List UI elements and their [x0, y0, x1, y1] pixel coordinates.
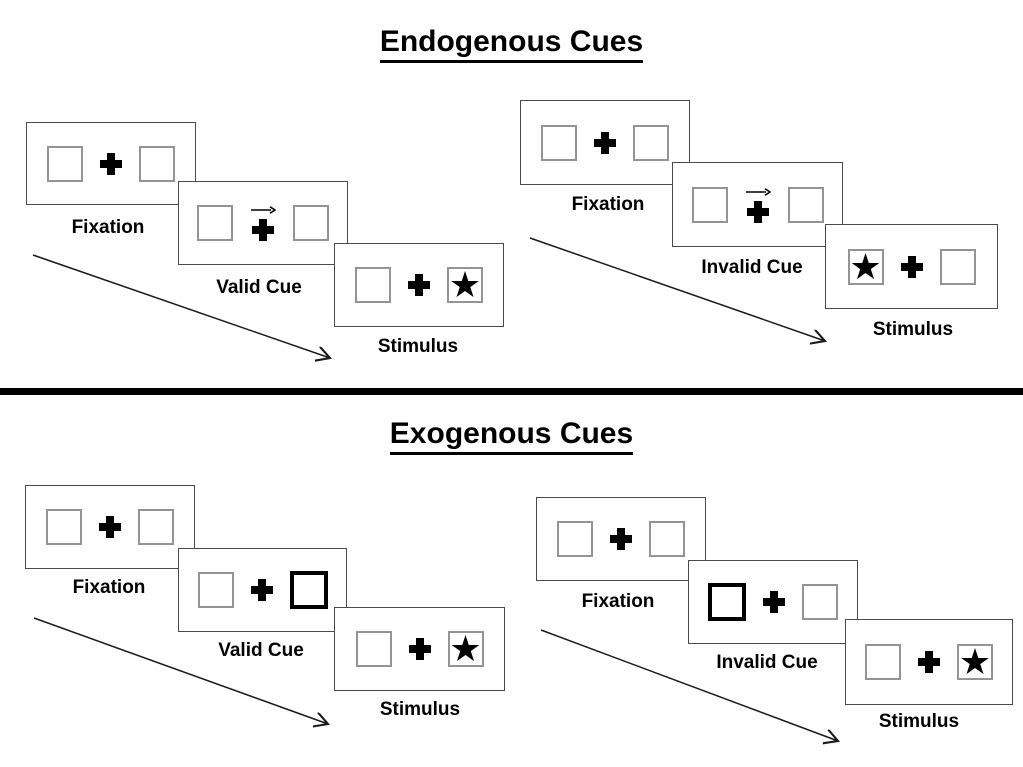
endo-valid-stimulus-panel: ★ — [334, 243, 504, 327]
step-label: Fixation — [72, 577, 146, 598]
star-stimulus-icon: ★ — [958, 641, 992, 682]
step-label: Invalid Cue — [701, 257, 803, 278]
placeholder-box-left — [355, 267, 391, 303]
endo-valid-fixation-panel — [26, 122, 196, 205]
fixation-cross-icon — [250, 579, 273, 601]
endo-invalid-fixation-panel — [520, 100, 690, 185]
timeline-arrow-exogenous-invalid — [540, 629, 838, 741]
exo-invalid-cue-panel — [688, 560, 858, 644]
right-arrow-cue-icon — [745, 187, 771, 196]
placeholder-box-right — [633, 124, 669, 161]
endo-invalid-stimulus-panel: ★ — [825, 224, 998, 309]
stimulus-box-right: ★ — [447, 267, 483, 303]
placeholder-box-right — [138, 509, 174, 545]
stimulus-box-right: ★ — [447, 628, 484, 669]
timeline-arrow-endogenous-valid — [32, 254, 330, 358]
placeholder-box-left — [355, 631, 392, 667]
step-label: Stimulus — [377, 336, 459, 357]
central-cue-stack — [250, 205, 276, 241]
endo-valid-cue-panel — [178, 181, 348, 265]
bold-cue-box-right — [289, 571, 328, 609]
step-label: Stimulus — [878, 711, 960, 732]
section-title-exogenous: Exogenous Cues — [0, 418, 1023, 455]
placeholder-box-right — [939, 248, 976, 285]
exo-invalid-fixation-panel — [536, 497, 706, 581]
placeholder-box-left — [557, 521, 593, 557]
step-label: Fixation — [71, 217, 145, 238]
fixation-cross-icon — [100, 152, 122, 175]
fixation-cross-icon — [746, 200, 769, 223]
placeholder-box-right — [139, 145, 175, 182]
timeline-arrow-exogenous-valid — [33, 617, 328, 724]
central-cue-stack — [745, 187, 771, 223]
section-divider — [0, 388, 1023, 395]
placeholder-box-left — [197, 205, 233, 241]
placeholder-box-left — [46, 509, 82, 545]
fixation-cross-icon — [99, 516, 121, 538]
placeholder-box-left — [691, 186, 728, 223]
placeholder-box-left — [865, 644, 901, 680]
placeholder-box-left — [47, 145, 83, 182]
placeholder-box-right — [649, 521, 685, 557]
fixation-cross-icon — [408, 274, 430, 296]
exo-valid-stimulus-panel: ★ — [334, 607, 505, 691]
stimulus-box-right: ★ — [957, 644, 993, 680]
placeholder-box-left — [541, 124, 577, 161]
timeline-arrow-endogenous-invalid — [529, 237, 825, 341]
fixation-cross-icon — [408, 638, 431, 660]
star-stimulus-icon: ★ — [449, 628, 482, 669]
fixation-cross-icon — [918, 651, 940, 673]
step-label: Stimulus — [872, 319, 954, 340]
star-stimulus-icon: ★ — [448, 264, 482, 305]
step-label: Invalid Cue — [716, 652, 818, 673]
star-stimulus-icon: ★ — [849, 245, 882, 287]
exo-valid-fixation-panel — [25, 485, 195, 569]
exo-invalid-stimulus-panel: ★ — [845, 619, 1013, 705]
fixation-cross-icon — [252, 219, 274, 241]
fixation-cross-icon — [610, 528, 632, 550]
step-label: Valid Cue — [218, 640, 304, 661]
placeholder-box-right — [293, 205, 329, 241]
stimulus-box-left: ★ — [847, 245, 884, 287]
fixation-cross-icon — [763, 591, 785, 613]
placeholder-box-right — [802, 584, 838, 620]
placeholder-box-right — [787, 186, 824, 223]
endo-invalid-cue-panel — [672, 162, 843, 247]
step-label: Fixation — [571, 194, 645, 215]
section-title-endogenous: Endogenous Cues — [0, 26, 1023, 63]
right-arrow-cue-icon — [251, 206, 276, 214]
placeholder-box-left — [197, 572, 234, 608]
step-label: Fixation — [581, 591, 655, 612]
exo-valid-cue-panel — [178, 548, 347, 632]
fixation-cross-icon — [594, 131, 616, 154]
step-label: Valid Cue — [216, 277, 302, 298]
bold-cue-box-left — [708, 583, 746, 621]
step-label: Stimulus — [379, 699, 461, 720]
fixation-cross-icon — [900, 255, 923, 278]
